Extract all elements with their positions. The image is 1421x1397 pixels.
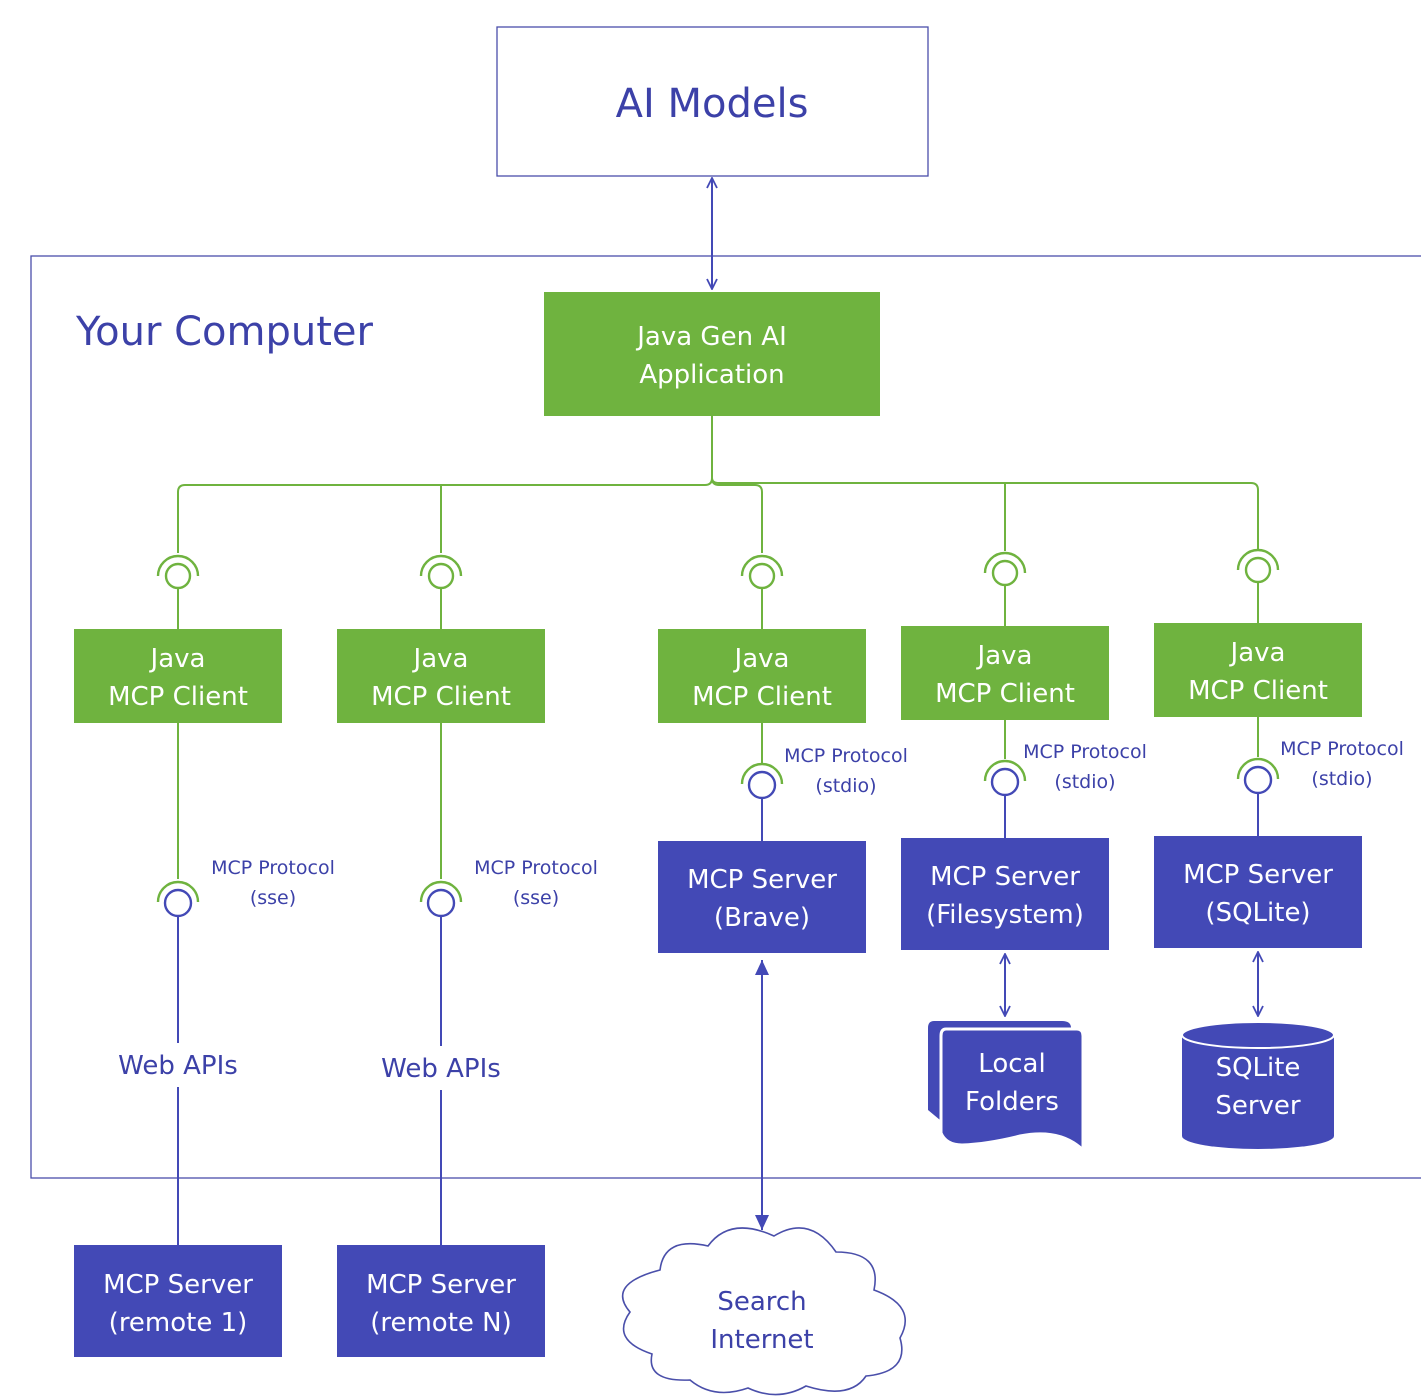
sqlite-database-node: SQLite Server bbox=[1181, 1021, 1335, 1149]
local-folders-line2: Folders bbox=[965, 1087, 1059, 1117]
mcp-server-brave: MCP Server (Brave) bbox=[658, 841, 866, 953]
protocol-2-line2: (sse) bbox=[513, 887, 559, 909]
client-2-line2: MCP Client bbox=[371, 682, 511, 712]
server-sqlite-line1: MCP Server bbox=[1183, 860, 1333, 890]
mcp-server-remote-n: MCP Server (remote N) bbox=[337, 1245, 545, 1357]
protocol-2-line1: MCP Protocol bbox=[474, 857, 598, 879]
client-bus bbox=[177, 416, 1259, 553]
client-5-line1: Java bbox=[1229, 638, 1286, 668]
protocol-5-line1: MCP Protocol bbox=[1280, 738, 1404, 760]
protocol-4-line1: MCP Protocol bbox=[1023, 741, 1147, 763]
local-folders-line1: Local bbox=[978, 1049, 1045, 1079]
server-sqlite-line2: (SQLite) bbox=[1205, 898, 1310, 928]
remote-1-line1: MCP Server bbox=[103, 1270, 253, 1300]
mcp-server-sqlite: MCP Server (SQLite) bbox=[1154, 836, 1362, 948]
protocol-link-2: Web APIs MCP Protocol (sse) bbox=[373, 723, 598, 1245]
mcp-server-remote-1: MCP Server (remote 1) bbox=[74, 1245, 282, 1357]
client-5-line2: MCP Client bbox=[1188, 676, 1328, 706]
protocol-4-line2: (stdio) bbox=[1054, 771, 1115, 793]
client-1-line1: Java bbox=[149, 644, 206, 674]
remote-n-line2: (remote N) bbox=[370, 1308, 512, 1338]
app-line1: Java Gen AI bbox=[635, 322, 787, 352]
app-socket-1 bbox=[156, 554, 200, 629]
app-line2: Application bbox=[639, 360, 784, 390]
mcp-client-4: Java MCP Client bbox=[901, 626, 1109, 720]
sqlite-db-line1: SQLite bbox=[1216, 1053, 1301, 1083]
sqlite-db-line2: Server bbox=[1215, 1091, 1301, 1121]
mcp-server-filesystem: MCP Server (Filesystem) bbox=[901, 838, 1109, 950]
protocol-3-line1: MCP Protocol bbox=[784, 745, 908, 767]
app-socket-5 bbox=[1236, 548, 1280, 623]
protocol-1-line1: MCP Protocol bbox=[211, 857, 335, 879]
client-3-line1: Java bbox=[733, 644, 790, 674]
search-internet-line2: Internet bbox=[710, 1325, 813, 1355]
web-apis-label-1: Web APIs bbox=[118, 1051, 238, 1081]
server-filesystem-line1: MCP Server bbox=[930, 862, 1080, 892]
ai-models-node: AI Models bbox=[496, 26, 929, 177]
client-4-line2: MCP Client bbox=[935, 679, 1075, 709]
protocol-link-1: Web APIs MCP Protocol (sse) bbox=[110, 723, 335, 1245]
search-internet-cloud: Search Internet bbox=[621, 1227, 906, 1396]
your-computer-label: Your Computer bbox=[75, 309, 374, 355]
search-internet-line1: Search bbox=[717, 1287, 806, 1317]
mcp-client-2: Java MCP Client bbox=[337, 629, 545, 723]
protocol-1-line2: (sse) bbox=[250, 887, 296, 909]
mcp-client-5: Java MCP Client bbox=[1154, 623, 1362, 717]
protocol-5-line2: (stdio) bbox=[1311, 768, 1372, 790]
java-gen-ai-application: Java Gen AI Application bbox=[544, 292, 880, 416]
mcp-client-1: Java MCP Client bbox=[74, 629, 282, 723]
protocol-link-5: MCP Protocol (stdio) bbox=[1236, 717, 1404, 836]
your-computer-boundary: Your Computer bbox=[30, 255, 1421, 1179]
ai-models-label: AI Models bbox=[616, 81, 809, 127]
mcp-client-3: Java MCP Client bbox=[658, 629, 866, 723]
server-brave-line2: (Brave) bbox=[714, 903, 810, 933]
web-apis-label-2: Web APIs bbox=[381, 1054, 501, 1084]
local-folders-node: Local Folders bbox=[928, 1021, 1085, 1154]
client-2-line1: Java bbox=[412, 644, 469, 674]
app-socket-3 bbox=[740, 554, 784, 629]
remote-n-line1: MCP Server bbox=[366, 1270, 516, 1300]
client-1-line2: MCP Client bbox=[108, 682, 248, 712]
protocol-link-3: MCP Protocol (stdio) bbox=[740, 723, 908, 841]
server-filesystem-line2: (Filesystem) bbox=[926, 900, 1084, 930]
app-socket-4 bbox=[983, 551, 1027, 626]
protocol-link-4: MCP Protocol (stdio) bbox=[983, 720, 1147, 838]
server-brave-line1: MCP Server bbox=[687, 865, 837, 895]
app-socket-2 bbox=[419, 554, 463, 629]
protocol-3-line2: (stdio) bbox=[815, 775, 876, 797]
client-3-line2: MCP Client bbox=[692, 682, 832, 712]
remote-1-line2: (remote 1) bbox=[109, 1308, 248, 1338]
client-4-line1: Java bbox=[976, 641, 1033, 671]
